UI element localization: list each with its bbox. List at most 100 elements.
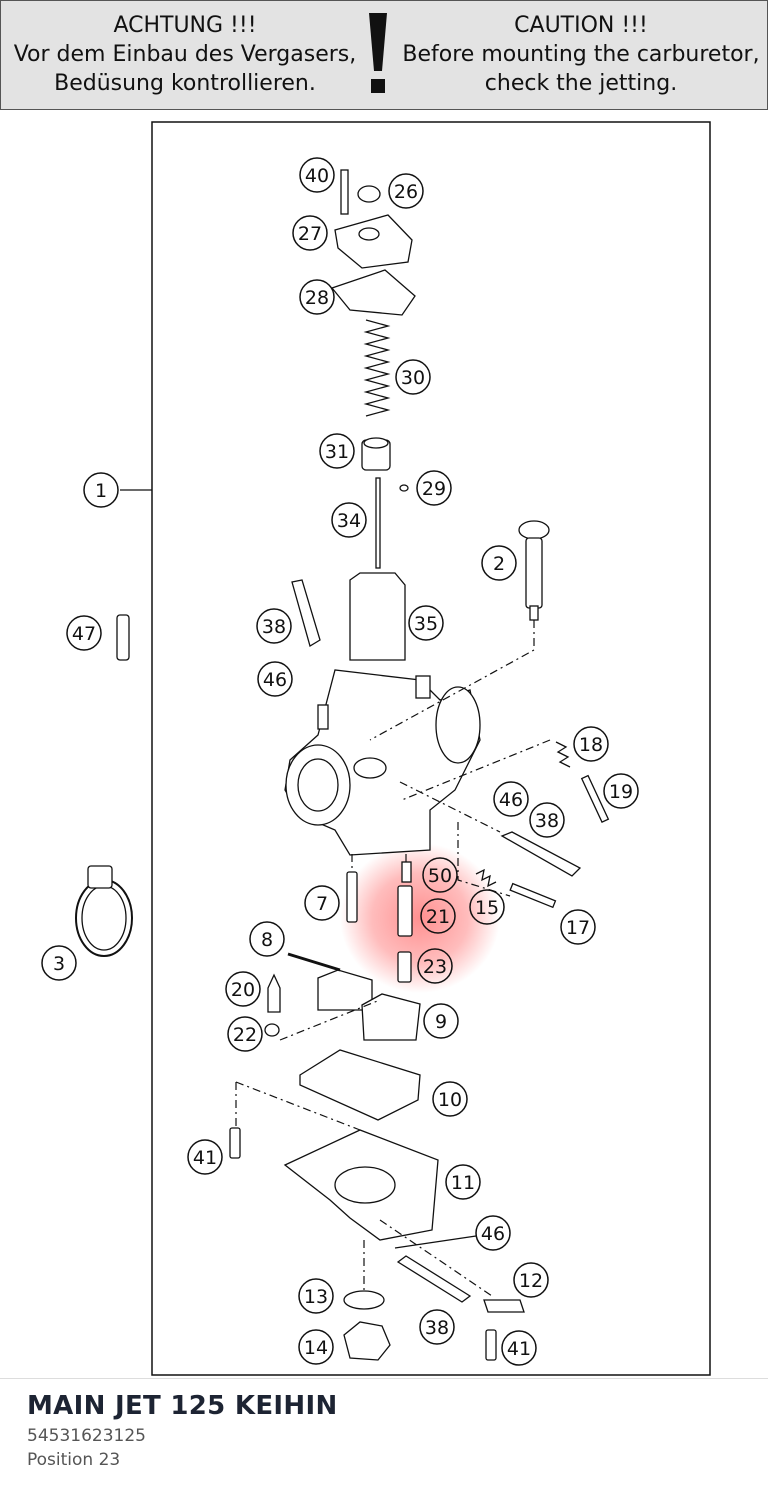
callout-26[interactable]: 26 [388, 173, 424, 209]
callout-3[interactable]: 3 [41, 945, 77, 981]
callout-label: 38 [262, 616, 286, 638]
callout-34[interactable]: 34 [331, 502, 367, 538]
callout-38[interactable]: 38 [256, 608, 292, 644]
callout-7[interactable]: 7 [304, 885, 340, 921]
top-cap-part[interactable] [334, 214, 413, 269]
callout-label: 14 [304, 1337, 328, 1359]
callout-label: 34 [337, 510, 361, 532]
callout-41[interactable]: 41 [187, 1139, 223, 1175]
callout-label: 22 [233, 1024, 257, 1046]
callout-label: 46 [481, 1223, 505, 1245]
callout-46[interactable]: 46 [475, 1215, 511, 1251]
callout-9[interactable]: 9 [423, 1003, 459, 1039]
warning-text-english: CAUTION !!! Before mounting the carburet… [393, 11, 768, 98]
callout-30[interactable]: 30 [395, 359, 431, 395]
pilot-jet-part[interactable] [346, 871, 358, 923]
carburetor-exploded-diagram: 1237891011121314151718192021222326272829… [41, 121, 711, 1376]
screw-part[interactable] [116, 614, 130, 661]
float-part[interactable] [361, 993, 421, 1041]
float-bowl-gasket-part[interactable] [299, 1049, 421, 1121]
callout-label: 35 [414, 613, 438, 635]
spring-part[interactable] [363, 319, 391, 417]
hose-part[interactable] [500, 831, 582, 877]
callout-label: 29 [422, 478, 446, 500]
hose-part[interactable] [291, 579, 321, 647]
warning-line: Vor dem Einbau des Vergasers, [13, 42, 357, 67]
callout-29[interactable]: 29 [416, 470, 452, 506]
needle-part[interactable] [375, 477, 381, 569]
callout-38[interactable]: 38 [529, 802, 565, 838]
callout-46[interactable]: 46 [493, 781, 529, 817]
callout-8[interactable]: 8 [249, 921, 285, 957]
callout-label: 9 [435, 1011, 447, 1033]
main-jet-part[interactable] [397, 951, 412, 983]
assembly-frame [151, 121, 711, 1376]
callout-label: 12 [519, 1270, 543, 1292]
hose-part[interactable] [396, 1255, 472, 1303]
part-number: 54531623125 [27, 1426, 146, 1446]
spring-part[interactable] [555, 741, 571, 768]
callout-label: 15 [475, 897, 499, 919]
callout-21[interactable]: 21 [420, 898, 456, 934]
callout-28[interactable]: 28 [299, 279, 335, 315]
callout-label: 41 [193, 1147, 217, 1169]
callout-27[interactable]: 27 [292, 215, 328, 251]
callout-12[interactable]: 12 [513, 1262, 549, 1298]
callout-38[interactable]: 38 [419, 1309, 455, 1345]
callout-2[interactable]: 2 [481, 545, 517, 581]
screw-part[interactable] [229, 1127, 241, 1159]
warning-text-german: ACHTUNG !!! Vor dem Einbau des Vergasers… [1, 11, 369, 98]
callout-label: 46 [263, 669, 287, 691]
callout-13[interactable]: 13 [298, 1278, 334, 1314]
callout-label: 38 [535, 810, 559, 832]
callout-10[interactable]: 10 [432, 1081, 468, 1117]
o-ring-part[interactable] [343, 1290, 385, 1310]
warning-line: Bedüsung kontrollieren. [54, 71, 316, 96]
callout-label: 28 [305, 287, 329, 309]
callout-1[interactable]: 1 [83, 472, 119, 508]
part-position: Position 23 [27, 1450, 121, 1470]
callout-label: 8 [261, 929, 273, 951]
spring-part[interactable] [475, 868, 497, 888]
gasket-part[interactable] [330, 269, 416, 316]
callout-label: 17 [566, 917, 590, 939]
callout-label: 1 [95, 480, 107, 502]
float-valve-part[interactable] [267, 973, 281, 1013]
float-part[interactable] [317, 969, 373, 1011]
callout-22[interactable]: 22 [227, 1016, 263, 1052]
callout-40[interactable]: 40 [299, 157, 335, 193]
drain-plug-part[interactable] [343, 1321, 391, 1361]
callout-label: 26 [394, 181, 418, 203]
callout-label: 47 [72, 623, 96, 645]
callout-23[interactable]: 23 [417, 948, 453, 984]
callout-label: 30 [401, 367, 425, 389]
callout-18[interactable]: 18 [573, 726, 609, 762]
callout-label: 27 [298, 223, 322, 245]
callout-31[interactable]: 31 [319, 433, 355, 469]
screw-part[interactable] [485, 1329, 497, 1361]
callout-50[interactable]: 50 [422, 857, 458, 893]
warning-line: ACHTUNG !!! [113, 13, 257, 38]
callout-15[interactable]: 15 [469, 889, 505, 925]
callout-label: 50 [428, 865, 452, 887]
callout-46[interactable]: 46 [257, 661, 293, 697]
needle-jet-part[interactable] [397, 885, 413, 937]
warning-line: CAUTION !!! [514, 13, 648, 38]
callout-14[interactable]: 14 [298, 1329, 334, 1365]
callout-20[interactable]: 20 [225, 971, 261, 1007]
hose-clamp-part[interactable] [75, 879, 133, 957]
callout-labels: 1237891011121314151718192021222326272829… [41, 157, 639, 1366]
slide-part[interactable] [349, 572, 406, 661]
screw-part[interactable] [580, 774, 610, 823]
callout-17[interactable]: 17 [560, 909, 596, 945]
callout-47[interactable]: 47 [66, 615, 102, 651]
callout-label: 38 [425, 1317, 449, 1339]
callout-11[interactable]: 11 [445, 1164, 481, 1200]
callout-41[interactable]: 41 [501, 1330, 537, 1366]
bracket-part[interactable] [483, 1299, 525, 1313]
callout-35[interactable]: 35 [408, 605, 444, 641]
choke-plunger-part[interactable] [525, 537, 543, 609]
callout-19[interactable]: 19 [603, 773, 639, 809]
screw-part[interactable] [509, 882, 557, 909]
callout-label: 31 [325, 441, 349, 463]
